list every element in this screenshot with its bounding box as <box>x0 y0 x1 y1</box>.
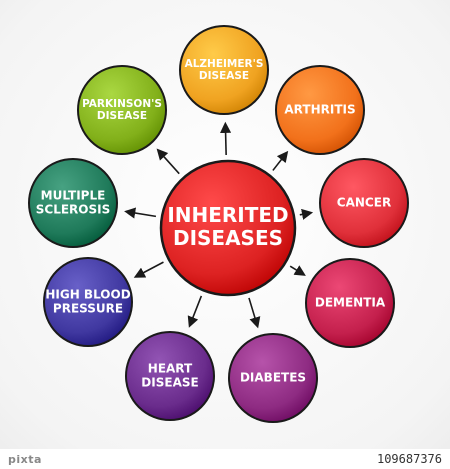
arrow-high-blood-pressure <box>133 261 164 278</box>
node-heart-disease-label-line-1: HEART <box>148 362 193 376</box>
node-circle-cancer <box>319 158 409 248</box>
image-id: 109687376 <box>376 452 442 466</box>
node-circle-arthritis <box>275 65 365 155</box>
watermark-footer: pixta 109687376 <box>0 449 450 469</box>
center-label-line-1: INHERITED <box>167 203 288 227</box>
node-circle-parkinsons <box>77 65 167 155</box>
connector-arrows <box>124 121 314 329</box>
node-multiple-sclerosis-label-line-1: MULTIPLE <box>41 189 106 203</box>
node-parkinsons-label-line-2: DISEASE <box>97 110 147 122</box>
node-high-blood-pressure-label-line-1: HIGH BLOOD <box>45 288 130 302</box>
arrow-diabetes <box>248 297 261 329</box>
node-alzheimers-label-line-1: ALZHEIMER'S <box>185 58 264 70</box>
center-label-line-2: DISEASES <box>173 226 283 250</box>
node-heart-disease-label-line-2: DISEASE <box>141 375 198 389</box>
node-circle-dementia <box>305 258 395 348</box>
node-multiple-sclerosis-label-line-2: SCLEROSIS <box>36 202 110 216</box>
arrow-parkinsons <box>156 148 180 175</box>
node-dementia: DEMENTIA <box>305 258 395 348</box>
node-diabetes: DIABETES <box>228 333 318 423</box>
node-circle-heart-disease <box>125 331 215 421</box>
node-alzheimers-label-line-2: DISEASE <box>199 70 249 82</box>
disease-nodes: ALZHEIMER'SDISEASEARTHRITISCANCERDEMENTI… <box>28 25 409 423</box>
node-cancer: CANCER <box>319 158 409 248</box>
node-cancer-label-line-1: CANCER <box>337 196 391 210</box>
node-arthritis: ARTHRITIS <box>275 65 365 155</box>
node-circle-multiple-sclerosis <box>28 158 118 248</box>
arrow-arthritis <box>272 150 289 171</box>
center-circle <box>159 159 297 297</box>
node-high-blood-pressure-label-line-2: PRESSURE <box>53 301 123 315</box>
watermark-brand: pixta <box>8 452 42 466</box>
node-circle-alzheimers <box>179 25 269 115</box>
node-parkinsons-label-line-1: PARKINSON'S <box>82 98 162 110</box>
arrow-heart-disease <box>187 295 203 328</box>
arrow-multiple-sclerosis <box>124 207 157 219</box>
arrow-alzheimers <box>219 121 232 156</box>
arrow-dementia <box>289 265 306 276</box>
node-arthritis-label-line-1: ARTHRITIS <box>284 103 355 117</box>
node-dementia-label-line-1: DEMENTIA <box>315 296 386 310</box>
node-circle-high-blood-pressure <box>43 257 133 347</box>
arrow-cancer <box>299 208 314 220</box>
node-diabetes-label-line-1: DIABETES <box>240 371 306 385</box>
node-circle-diabetes <box>228 333 318 423</box>
